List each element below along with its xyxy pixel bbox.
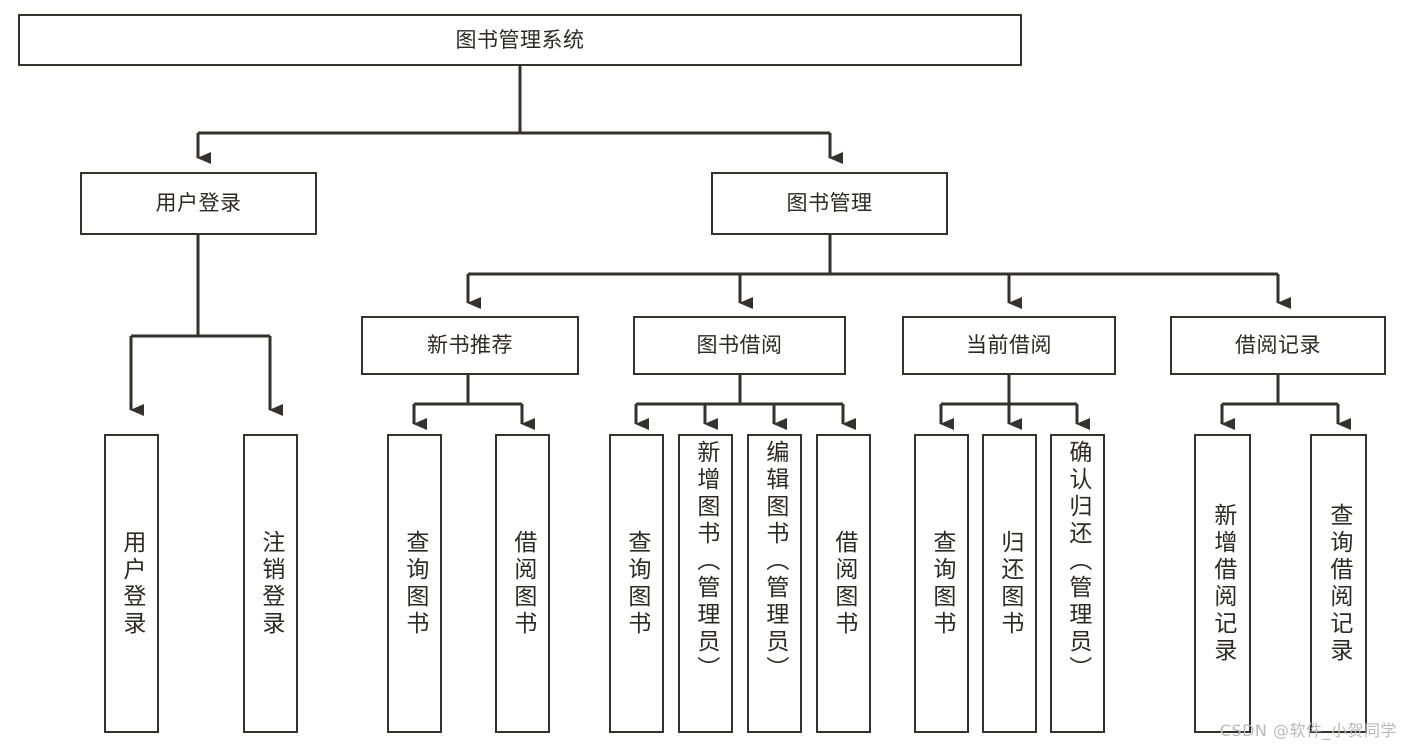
node-label: 借阅记录 bbox=[1235, 333, 1321, 358]
node-label: 借阅图书 bbox=[509, 529, 536, 638]
leaf-add-borrow-record[interactable]: 新增借阅记录 bbox=[1194, 434, 1251, 733]
node-label: 查询借阅记录 bbox=[1325, 502, 1352, 665]
node-label: 新增借阅记录 bbox=[1209, 502, 1236, 665]
csdn-watermark: CSDN @软件_小贺同学 bbox=[1219, 721, 1397, 740]
leaf-query-borrow-record[interactable]: 查询借阅记录 bbox=[1310, 434, 1367, 733]
node-book-borrow[interactable]: 图书借阅 bbox=[633, 316, 846, 375]
node-label: 查询图书 bbox=[401, 529, 428, 638]
node-borrow-records[interactable]: 借阅记录 bbox=[1170, 316, 1386, 375]
leaf-user-login[interactable]: 用户登录 bbox=[104, 434, 159, 733]
leaf-confirm-return-admin[interactable]: 确认归还（管理员） bbox=[1050, 434, 1105, 733]
node-book-management[interactable]: 图书管理 bbox=[711, 172, 948, 235]
leaf-query-book-borrow[interactable]: 查询图书 bbox=[609, 434, 664, 733]
node-label: 注销登录 bbox=[257, 529, 284, 638]
node-current-borrow[interactable]: 当前借阅 bbox=[902, 316, 1116, 375]
node-label: 确认归还（管理员） bbox=[1064, 440, 1091, 683]
node-user-login[interactable]: 用户登录 bbox=[80, 172, 317, 235]
node-label: 图书借阅 bbox=[696, 333, 783, 358]
node-label: 用户登录 bbox=[118, 529, 145, 638]
leaf-add-book-admin[interactable]: 新增图书（管理员） bbox=[678, 434, 733, 733]
node-label: 图书管理 bbox=[786, 191, 873, 216]
node-label: 用户登录 bbox=[155, 191, 242, 216]
node-label: 新增图书（管理员） bbox=[692, 440, 719, 683]
node-root-system[interactable]: 图书管理系统 bbox=[18, 14, 1022, 66]
leaf-query-book-recommend[interactable]: 查询图书 bbox=[387, 434, 442, 733]
node-label: 图书管理系统 bbox=[455, 27, 585, 52]
node-label: 查询图书 bbox=[928, 529, 955, 638]
node-label: 查询图书 bbox=[623, 529, 650, 638]
node-label: 借阅图书 bbox=[830, 529, 857, 638]
node-label: 新书推荐 bbox=[427, 333, 513, 358]
node-label: 编辑图书（管理员） bbox=[761, 440, 788, 683]
node-label: 归还图书 bbox=[996, 529, 1023, 638]
leaf-logout[interactable]: 注销登录 bbox=[243, 434, 298, 733]
leaf-borrow-book-recommend[interactable]: 借阅图书 bbox=[495, 434, 550, 733]
leaf-return-book[interactable]: 归还图书 bbox=[982, 434, 1037, 733]
leaf-query-book-current[interactable]: 查询图书 bbox=[914, 434, 969, 733]
node-label: 当前借阅 bbox=[966, 333, 1052, 358]
node-new-book-recommend[interactable]: 新书推荐 bbox=[361, 316, 579, 375]
leaf-borrow-book[interactable]: 借阅图书 bbox=[816, 434, 871, 733]
leaf-edit-book-admin[interactable]: 编辑图书（管理员） bbox=[747, 434, 802, 733]
